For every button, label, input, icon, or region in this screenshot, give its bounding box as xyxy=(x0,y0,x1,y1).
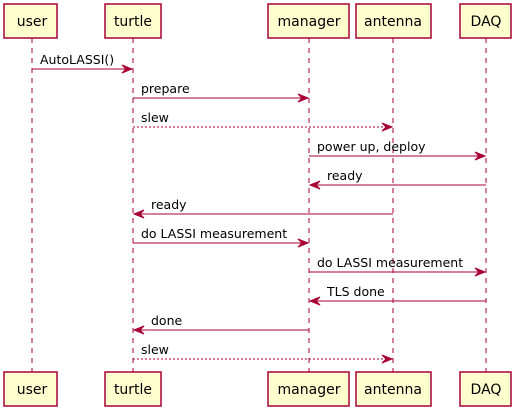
arrow-head-icon xyxy=(297,93,310,103)
participant-label: turtle xyxy=(114,382,152,398)
participants-bottom: user turtle manager antenna DAQ xyxy=(3,371,512,407)
arrow-head-icon xyxy=(474,267,487,277)
participant-box xyxy=(3,371,58,407)
arrow-head-icon xyxy=(297,238,310,248)
participant-user-top: user xyxy=(3,3,58,39)
participant-label: antenna xyxy=(364,14,422,30)
message-9: TLS done xyxy=(308,284,486,306)
message-3: slew xyxy=(133,110,394,132)
message-4: power up, deploy xyxy=(309,139,487,161)
message-label: prepare xyxy=(141,81,190,96)
participant-box xyxy=(459,371,512,407)
participant-manager-top: manager xyxy=(267,3,350,39)
arrow-head-icon xyxy=(308,180,321,190)
participant-label: user xyxy=(17,14,48,30)
messages: AutoLASSI() prepare slew power up, deploy re… xyxy=(32,52,487,364)
message-label: do LASSI measurement xyxy=(141,226,287,241)
participant-box xyxy=(267,371,350,407)
participant-daq-top: DAQ xyxy=(459,3,512,39)
participant-label: turtle xyxy=(114,14,152,30)
arrow-head-icon xyxy=(381,122,394,132)
participants-top: user turtle manager antenna DAQ xyxy=(3,3,512,39)
participant-label: DAQ xyxy=(471,382,502,398)
message-8: do LASSI measurement xyxy=(309,255,487,277)
message-label: TLS done xyxy=(326,284,385,299)
participant-label: manager xyxy=(278,382,341,398)
participant-turtle-bottom: turtle xyxy=(104,371,162,407)
participant-daq-bottom: DAQ xyxy=(459,371,512,407)
participant-antenna-top: antenna xyxy=(355,3,432,39)
participant-box xyxy=(3,3,58,39)
message-label: ready xyxy=(327,168,363,183)
arrow-head-icon xyxy=(381,354,394,364)
arrow-head-icon xyxy=(474,151,487,161)
participant-box xyxy=(267,3,350,39)
message-5: ready xyxy=(308,168,486,190)
participant-box xyxy=(104,371,162,407)
participant-label: DAQ xyxy=(471,14,502,30)
participant-label: user xyxy=(17,382,48,398)
message-2: prepare xyxy=(133,81,310,103)
message-label: ready xyxy=(151,197,187,212)
participant-box xyxy=(104,3,162,39)
message-7: do LASSI measurement xyxy=(133,226,310,248)
message-11: slew xyxy=(133,342,394,364)
participant-box xyxy=(355,371,432,407)
arrow-head-icon xyxy=(132,209,145,219)
participant-turtle-top: turtle xyxy=(104,3,162,39)
message-label: AutoLASSI() xyxy=(40,52,114,67)
participant-user-bottom: user xyxy=(3,371,58,407)
message-1: AutoLASSI() xyxy=(32,52,134,74)
message-label: power up, deploy xyxy=(317,139,426,154)
participant-antenna-bottom: antenna xyxy=(355,371,432,407)
participant-label: manager xyxy=(278,14,341,30)
participant-label: antenna xyxy=(364,382,422,398)
message-label: slew xyxy=(141,342,169,357)
message-10: done xyxy=(132,313,309,335)
message-label: slew xyxy=(141,110,169,125)
lifelines xyxy=(31,38,487,372)
participant-box xyxy=(355,3,432,39)
participant-manager-bottom: manager xyxy=(267,371,350,407)
message-label: done xyxy=(151,313,183,328)
message-6: ready xyxy=(132,197,393,219)
message-label: do LASSI measurement xyxy=(317,255,463,270)
participant-box xyxy=(459,3,512,39)
arrow-head-icon xyxy=(308,296,321,306)
arrow-head-icon xyxy=(132,325,145,335)
arrow-head-icon xyxy=(121,64,134,74)
